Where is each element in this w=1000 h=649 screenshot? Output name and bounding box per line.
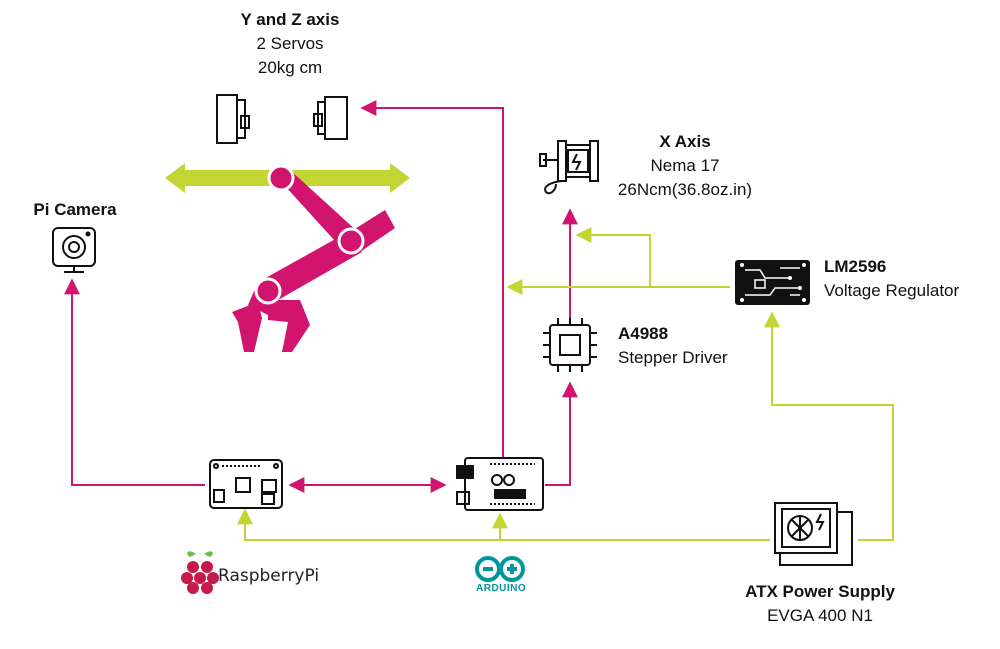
servos-torque: 20kg cm <box>257 58 323 77</box>
servos-count: 2 Servos <box>256 34 324 53</box>
arduino-board-icon <box>456 457 544 511</box>
power-links <box>237 227 894 541</box>
servos-label: Y and Z axis 2 Servos 20kg cm <box>210 8 370 80</box>
arduino-brand: ARDUINO <box>476 583 527 594</box>
regulator-title: LM2596 <box>824 257 887 276</box>
power-supply-icon <box>774 502 853 566</box>
psu-subtitle: EVGA 400 N1 <box>767 606 873 625</box>
stepper-title: X Axis <box>659 132 711 151</box>
link-arduino-servos <box>360 100 504 458</box>
driver-title: A4988 <box>618 324 669 343</box>
robot-arm-icon <box>165 163 410 352</box>
servos-title: Y and Z axis <box>240 10 340 29</box>
raspberry-pi-brand: RaspberryPi <box>218 566 320 586</box>
regulator-subtitle: Voltage Regulator <box>824 281 960 300</box>
stepper-model: Nema 17 <box>650 156 720 175</box>
link-arduino-driver <box>545 381 578 486</box>
camera-title: Pi Camera <box>33 200 117 219</box>
driver-label: A4988 Stepper Driver <box>618 322 728 370</box>
raspberry-pi-board-icon <box>209 459 283 509</box>
data-links <box>64 100 578 493</box>
driver-subtitle: Stepper Driver <box>618 348 728 367</box>
servo-icon <box>313 96 348 140</box>
power-regulator-stepper <box>575 227 651 287</box>
regulator-label: LM2596 Voltage Regulator <box>824 255 959 303</box>
stepper-label: X Axis Nema 17 26Ncm(36.8oz.in) <box>600 130 770 202</box>
arduino-logo-icon <box>475 556 525 582</box>
psu-title: ATX Power Supply <box>745 582 895 601</box>
stepper-motor-icon <box>539 140 599 195</box>
raspberry-logo-icon <box>181 551 219 594</box>
power-psu-regulator <box>764 311 894 541</box>
stepper-torque: 26Ncm(36.8oz.in) <box>617 180 753 199</box>
link-rpi-camera <box>64 278 205 486</box>
chip-icon <box>543 318 597 372</box>
servo-icon <box>216 94 250 144</box>
camera-label: Pi Camera <box>10 198 140 222</box>
circuit-board-icon <box>735 260 810 305</box>
camera-icon <box>52 227 96 273</box>
psu-label: ATX Power Supply EVGA 400 N1 <box>720 580 920 628</box>
power-psu-rpi <box>237 508 770 541</box>
